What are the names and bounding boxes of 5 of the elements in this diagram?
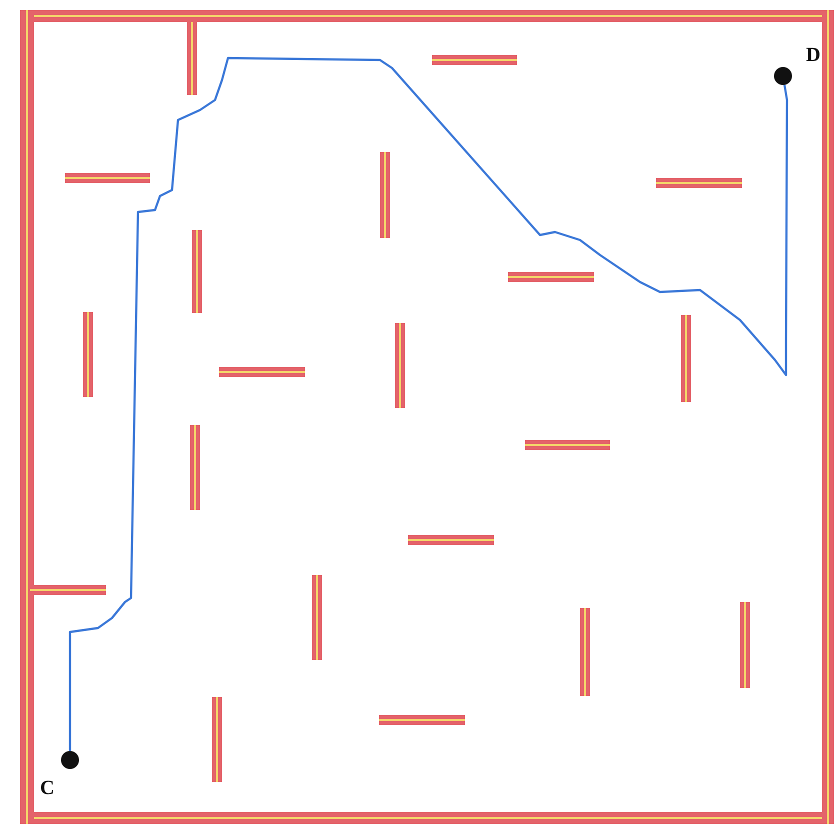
point-dot [61,751,79,769]
route-path [68,56,788,751]
point-dot [774,67,792,85]
point-label: D [806,45,820,65]
point-label: C [40,778,54,798]
